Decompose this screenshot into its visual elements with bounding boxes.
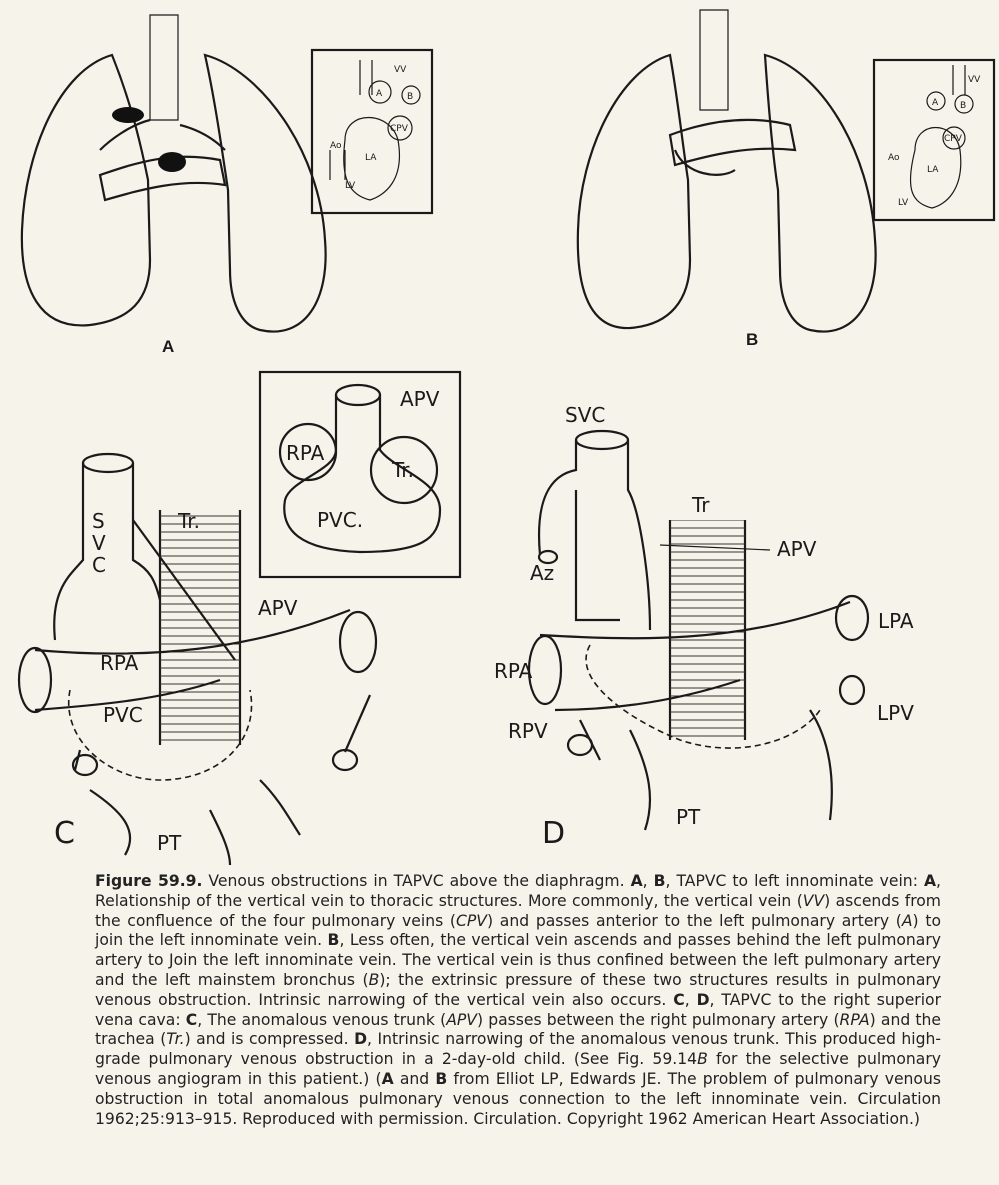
panel-a-inset-ao-label: Ao	[330, 141, 342, 151]
caption-abbrev: B	[368, 970, 380, 989]
panel-c-pt-label: PT	[157, 831, 182, 855]
caption-ref: B	[435, 1069, 448, 1088]
panel-d-az-label: Az	[530, 561, 554, 585]
caption-ref: D	[696, 990, 710, 1009]
caption-ref: B	[327, 931, 340, 950]
panel-b-inset-b-label: B	[960, 101, 966, 111]
caption-abbrev: APV	[446, 1010, 477, 1029]
panel-c-pvc-label: PVC	[103, 703, 143, 727]
caption-abbrev: Tr.	[166, 1030, 185, 1049]
caption-abbrev: CPV	[456, 911, 487, 930]
panel-d-tr-label: Tr	[691, 493, 710, 517]
panel-a-letter: A	[162, 337, 175, 356]
panel-c-apv-label: APV	[258, 596, 298, 620]
caption-text: , The anomalous venous trunk (	[197, 1010, 447, 1029]
panel-c-svc-label-c: C	[92, 553, 106, 577]
panel-b-inset-a-label: A	[932, 98, 939, 108]
caption-abbrev: VV	[802, 891, 825, 910]
caption-figure-number: Figure 59.9.	[95, 872, 203, 890]
caption-ref: A	[381, 1069, 394, 1088]
panel-b-illustration: VV A B CPV Ao LA LV	[576, 9, 996, 333]
caption-ref: C	[185, 1010, 198, 1029]
caption-text: ) passes between the right pulmonary art…	[476, 1010, 840, 1029]
panel-b-inset-la-label: LA	[927, 165, 939, 175]
panel-a-inset-vv-label: VV	[394, 65, 407, 75]
panel-d-apv-label: APV	[777, 537, 817, 561]
caption-text: ) to join the left innominate vein.	[95, 911, 941, 950]
caption-ref: C	[673, 990, 685, 1009]
panel-c-svc-label-v: V	[92, 531, 106, 555]
panel-d-illustration: SVC Tr APV Az LPA RPA LPV RPV PT	[494, 403, 914, 831]
caption-ref: A	[630, 872, 643, 890]
panel-d-lpv-label: LPV	[877, 701, 914, 725]
caption-text: ); the extrinsic pressure of these two s…	[95, 970, 942, 1009]
panel-a-inset-cpv-label: CPV	[390, 124, 409, 134]
caption-text: ) and is compressed.	[184, 1030, 355, 1049]
panel-c: APV RPA Tr. PVC. S V C Tr. APV RPA PVC P…	[0, 360, 480, 865]
caption-abbrev: RPA	[839, 1010, 870, 1029]
panel-d-rpa-label: RPA	[494, 659, 533, 683]
caption-text: from Elliot LP, Edwards JE. The problem …	[95, 1069, 941, 1128]
panel-b-inset-ao-label: Ao	[888, 153, 900, 163]
caption-text: for the selective pulmonary venous angio…	[95, 1050, 941, 1088]
panel-d-rpv-label: RPV	[508, 719, 548, 743]
panel-a: VV A B CPV Ao LA LV A	[0, 0, 450, 360]
caption-text: , TAPVC to left innominate vein:	[665, 872, 924, 890]
panel-a-inset-la-label: LA	[365, 153, 377, 163]
panel-c-inset-rpa-label: RPA	[286, 441, 325, 465]
caption-text: , TAPVC to the right superior vena cava:	[95, 990, 941, 1029]
panel-d-pt-label: PT	[676, 805, 701, 829]
panel-b-letter: B	[746, 330, 759, 349]
panel-a-illustration: VV A B CPV Ao LA LV	[20, 14, 434, 333]
panel-b: VV A B CPV Ao LA LV B	[570, 0, 999, 360]
caption-abbrev: A	[901, 911, 913, 930]
panel-c-tr-label: Tr.	[177, 509, 200, 533]
caption-text: ,	[642, 872, 654, 890]
caption-text: Venous obstructions in TAPVC above the d…	[202, 872, 631, 890]
caption-ref: D	[354, 1030, 368, 1049]
panel-a-inset-b-label: B	[407, 92, 413, 102]
caption-text: , Intrinsic narrowing of the anomalous v…	[95, 1030, 942, 1069]
panel-a-inset-a-label: A	[376, 89, 383, 99]
caption-ref: A	[923, 872, 937, 890]
caption-text: ) ascends from the confluence of the fou…	[95, 891, 941, 930]
panel-b-inset-lv-label: LV	[898, 198, 909, 208]
caption-ref: B	[653, 872, 666, 890]
panel-d: SVC Tr APV Az LPA RPA LPV RPV PT D	[480, 380, 999, 851]
panel-b-inset-cpv-label: CPV	[944, 134, 963, 144]
panel-b-inset-vv-label: VV	[968, 75, 981, 85]
panel-c-rpa-label: RPA	[100, 651, 139, 675]
panel-c-inset-apv-label: APV	[400, 387, 440, 411]
figure-caption: Figure 59.9. Venous obstructions in TAPV…	[95, 872, 941, 1129]
panel-c-inset-tr-label: Tr.	[391, 458, 414, 482]
caption-text: , Relationship of the vertical vein to t…	[95, 872, 941, 910]
panel-c-inset-pvc-label: PVC.	[317, 508, 363, 532]
panel-c-svc-label-s: S	[92, 509, 105, 533]
caption-text: ) and passes anterior to the left pulmon…	[486, 911, 902, 930]
panel-a-inset-lv-label: LV	[345, 181, 356, 191]
caption-text: ) and the trachea (	[95, 1010, 941, 1049]
panel-c-illustration: APV RPA Tr. PVC. S V C Tr. APV RPA PVC P…	[17, 370, 462, 865]
caption-text: ,	[684, 990, 697, 1009]
panel-d-letter: D	[542, 816, 566, 851]
caption-text: and	[393, 1069, 436, 1088]
caption-text: , Less often, the vertical vein ascends …	[95, 931, 941, 989]
caption-abbrev: B	[697, 1050, 708, 1069]
panel-d-lpa-label: LPA	[878, 609, 914, 633]
panel-c-letter: C	[54, 816, 75, 851]
panel-d-svc-label: SVC	[565, 403, 605, 427]
